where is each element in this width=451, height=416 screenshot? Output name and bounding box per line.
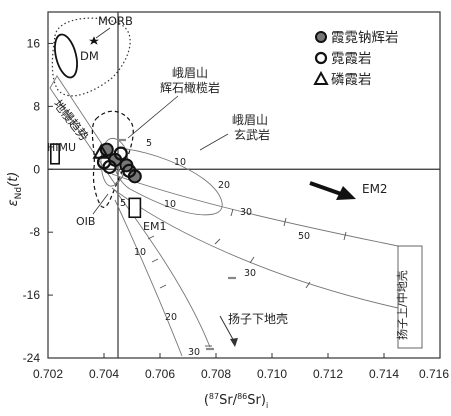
curve-label: 50 [298,231,310,242]
oib-pointer [92,193,109,215]
y-tick-label: -8 [29,225,40,239]
curve-label: 5 [146,138,152,149]
data-point-open-circle [122,163,137,178]
plot-frame [47,11,441,359]
em2-arrow-line [309,181,345,197]
y-tick-label: 8 [33,99,40,113]
curve-label: 30 [188,347,200,358]
dm-label: DM [80,49,99,63]
x-tick-labels: 0.702 0.704 0.706 0.708 0.710 0.712 0.71… [33,367,449,381]
curve-tick-marks [147,208,347,347]
x-axis-ticks [47,353,441,358]
himu-box [49,143,60,165]
em2-label: EM2 [362,182,388,196]
y-tick-label: -24 [23,351,41,365]
dm-ellipse [54,33,78,79]
oib-label: OIB [76,215,95,228]
data-point-triangle [92,143,110,159]
lower-crust-label: 扬子下地壳 [228,311,288,326]
legend-label: 磷霞岩 [331,72,372,88]
curve-label: 20 [165,312,177,323]
data-point-open-circle [113,146,128,161]
picrite-field [100,138,128,187]
legend-symbol-filled-circle [315,31,327,43]
basalt-label-line1: 峨眉山 [232,113,268,127]
em2-arrowhead [336,186,356,200]
curve-label: 20 [218,180,230,191]
picrite-label-line1: 峨眉山 [172,66,208,80]
curve-label: 5 [120,198,126,209]
curve-label: 30 [240,207,252,218]
basalt-pointer [199,133,229,151]
data-marks [92,142,142,184]
y-axis-ticks [48,42,53,359]
himu-label: HIMU [47,141,76,154]
morb-label: MORB [98,14,133,28]
x-tick-label: 0.710 [257,367,287,381]
x-tick-label: 0.716 [419,367,449,381]
lower-crust-arrow-line [219,315,236,344]
y-tick-labels: 16 8 0 -8 -16 -24 [23,36,41,365]
x-tick-label: 0.712 [313,367,343,381]
curve-label: 10 [174,157,186,168]
em1-box [128,197,142,219]
picrite-label-line2: 辉石橄榄岩 [160,80,220,95]
morb-star [88,36,100,45]
x-tick-label: 0.708 [201,367,231,381]
curve-label: 10 [134,247,146,258]
x-tick-label: 0.704 [89,367,119,381]
lower-crust-arrowhead [230,338,238,347]
mixing-curve-upper [111,173,399,247]
y-tick-label: 0 [33,162,40,176]
legend-label: 霓霞岩 [331,51,372,67]
curve-label: 30 [244,268,256,279]
data-point-open-circle [96,155,112,170]
y-tick-label: -16 [23,288,41,302]
y-tick-label: 16 [27,36,41,50]
dm-dotted-envelope [51,17,131,97]
picrite-pointer [127,95,179,139]
legend-label: 霞霓钠辉岩 [331,30,399,46]
basalt-label-line2: 玄武岩 [234,127,270,142]
upper-crust-label: 扬子上/中地壳 [395,270,409,340]
basalt-field [113,147,223,216]
mixing-curve-lower-2 [114,199,183,357]
x-tick-label: 0.714 [369,367,399,381]
morb-pointer [95,27,111,39]
curve-label: 10 [164,199,176,210]
mixing-curve-lower-1 [114,189,211,348]
x-tick-label: 0.706 [145,367,175,381]
y-axis-title: εNd(t) [6,172,24,207]
x-tick-label: 0.702 [33,367,63,381]
upper-crust-box [397,245,423,349]
em1-label: EM1 [143,220,166,233]
legend: 霞霓钠辉岩 霓霞岩 磷霞岩 [313,30,399,88]
x-axis-title: (87Sr/86Sr)i [204,392,268,410]
legend-symbol-open-circle [314,51,328,65]
legend-symbol-triangle [313,70,329,85]
